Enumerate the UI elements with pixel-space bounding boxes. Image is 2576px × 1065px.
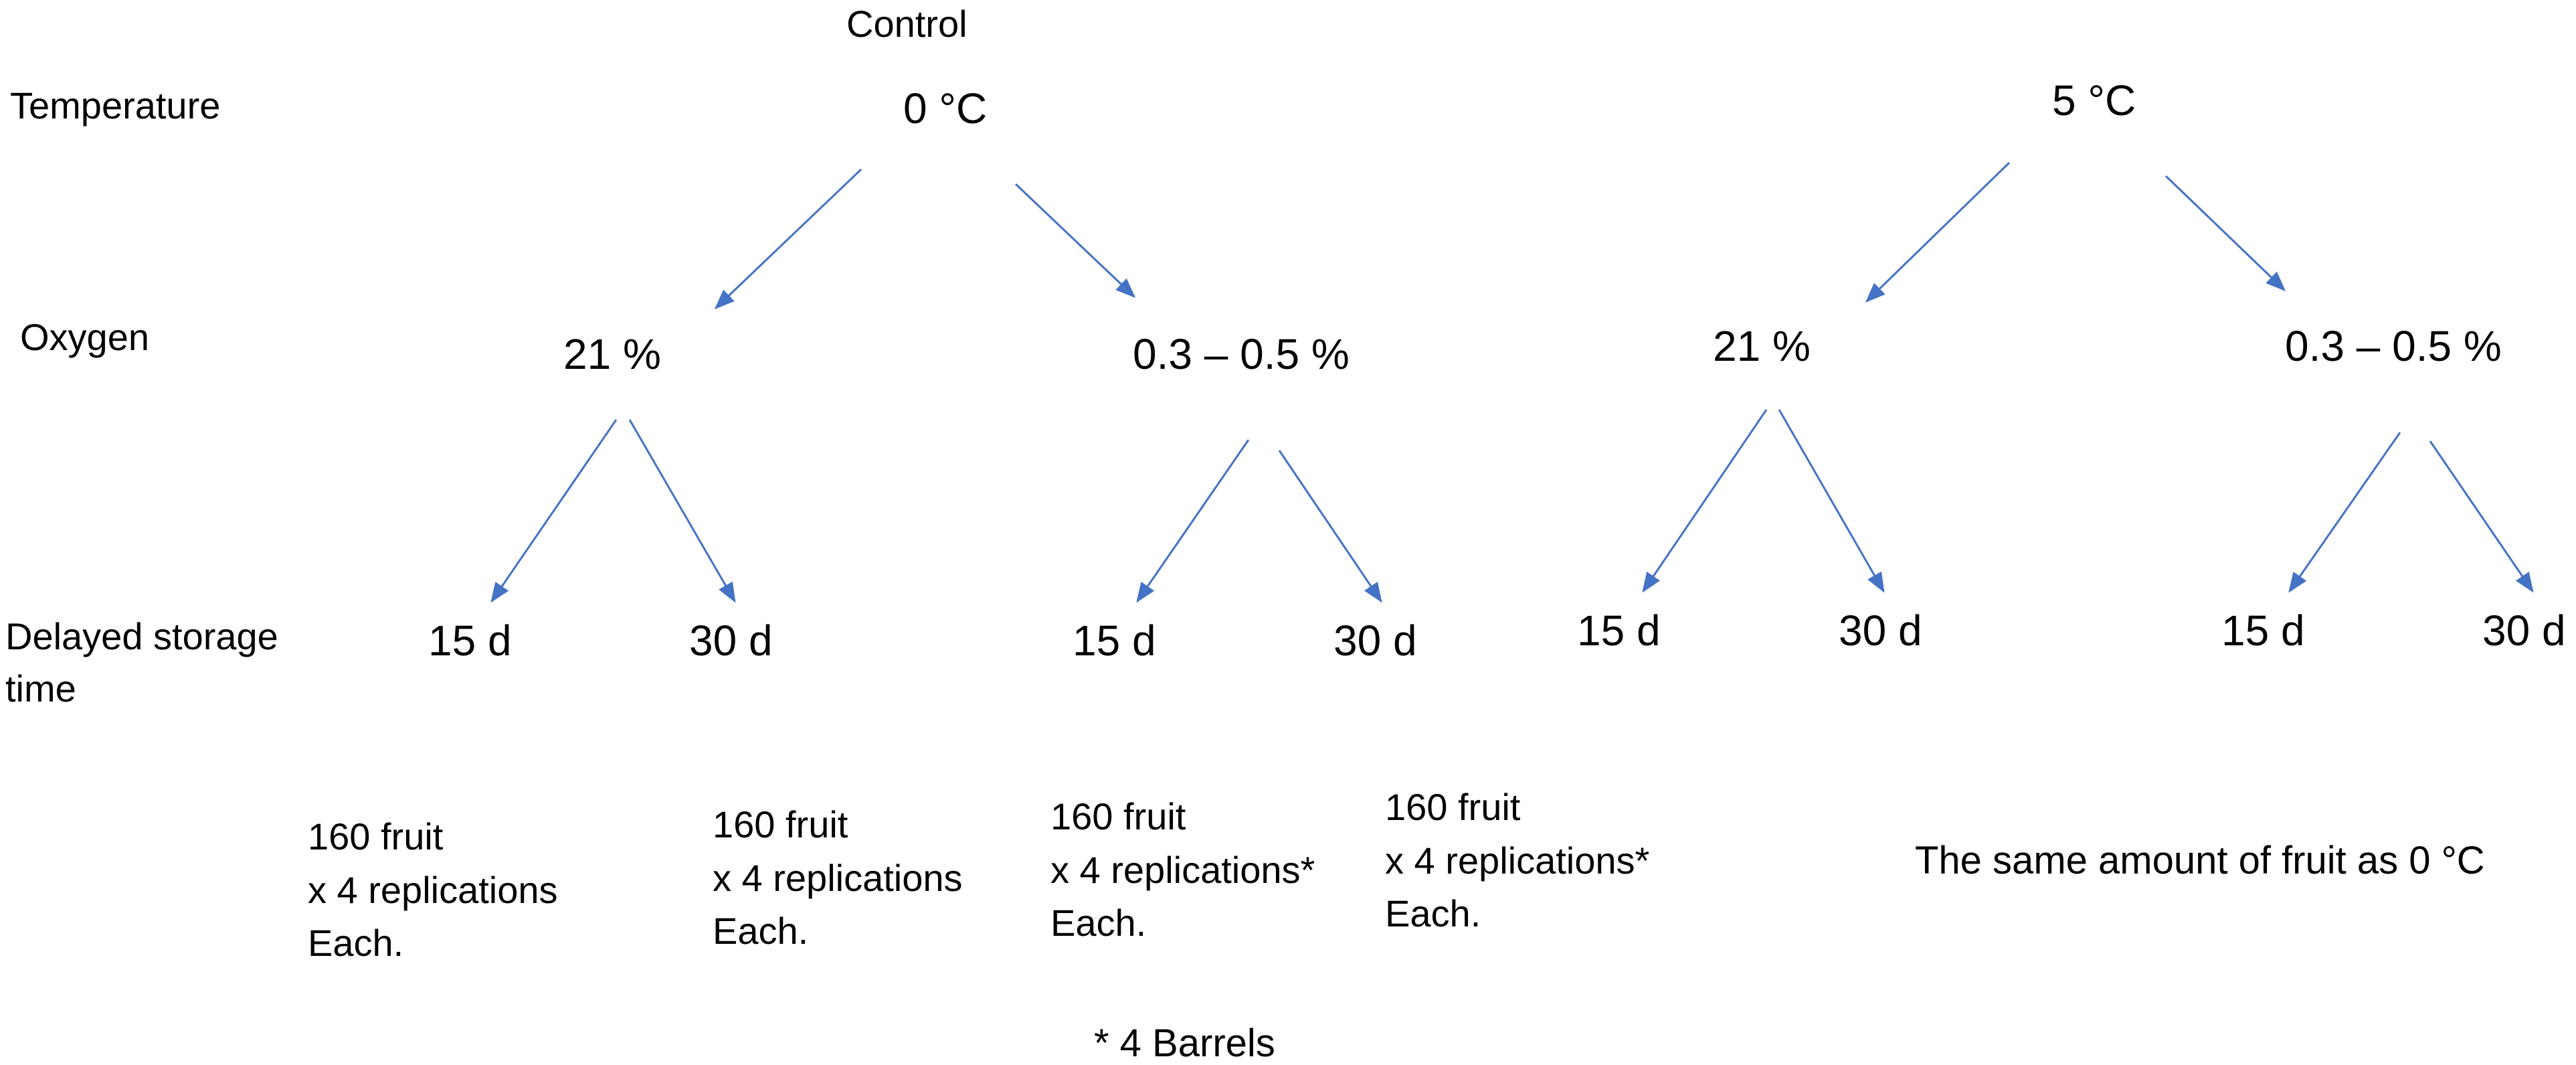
row-label-time: time: [5, 667, 76, 710]
fruit-note-4: 160 fruit x 4 replications* Each.: [1385, 781, 1649, 940]
arrow-o3-to-30: [1778, 409, 1885, 593]
fruit-note-2: 160 fruit x 4 replications Each.: [713, 798, 963, 958]
storage-node-5c-low-15d: 15 d: [2221, 606, 2305, 655]
oxygen-node-5c-21: 21 %: [1713, 322, 1811, 370]
barrels-footnote: * 4 Barrels: [1094, 1021, 1275, 1065]
oxygen-node-5c-low: 0.3 – 0.5 %: [2285, 322, 2502, 370]
arrow-o1-to-30: [628, 419, 736, 603]
arrow-5c-to-21: [1865, 161, 2011, 303]
fruit-note-line: Each.: [308, 922, 404, 965]
arrow-o1-to-15: [490, 419, 618, 603]
arrow-5c-to-low: [2165, 175, 2286, 292]
fruit-note-line: Each.: [1050, 902, 1147, 945]
fruit-note-line: 160 fruit: [1385, 786, 1521, 828]
fruit-note-line: x 4 replications: [713, 856, 963, 899]
same-amount-note: The same amount of fruit as 0 °C: [1915, 839, 2485, 882]
temperature-node-0c: 0 °C: [903, 84, 988, 133]
storage-node-5c-21-15d: 15 d: [1577, 606, 1661, 655]
arrow-o4-to-15: [2288, 432, 2401, 593]
oxygen-node-0c-low: 0.3 – 0.5 %: [1133, 330, 1350, 378]
storage-node-5c-low-30d: 30 d: [2482, 606, 2566, 655]
fruit-note-1: 160 fruit x 4 replications Each.: [308, 810, 558, 970]
fruit-note-line: Each.: [1385, 892, 1481, 935]
row-label-oxygen: Oxygen: [20, 316, 149, 358]
storage-node-5c-21-30d: 30 d: [1839, 606, 1922, 655]
storage-node-0c-low-30d: 30 d: [1333, 617, 1417, 665]
storage-node-0c-21-15d: 15 d: [428, 617, 512, 665]
oxygen-node-0c-21: 21 %: [563, 330, 661, 378]
arrow-0c-to-21: [714, 168, 862, 310]
fruit-note-line: x 4 replications*: [1385, 839, 1650, 882]
arrow-o2-to-30: [1278, 450, 1382, 603]
fruit-note-line: Each.: [713, 910, 809, 953]
temperature-node-5c: 5 °C: [2052, 76, 2136, 125]
fruit-note-line: 160 fruit: [308, 815, 444, 857]
fruit-note-line: 160 fruit: [1050, 795, 1186, 837]
arrow-o4-to-30: [2429, 440, 2534, 593]
fruit-note-line: x 4 replications*: [1050, 848, 1315, 891]
row-label-temperature: Temperature: [10, 84, 221, 127]
arrow-o2-to-15: [1136, 439, 1250, 603]
fruit-note-line: 160 fruit: [713, 803, 848, 845]
storage-node-0c-low-15d: 15 d: [1073, 617, 1156, 665]
control-label: Control: [846, 3, 968, 45]
fruit-note-3: 160 fruit x 4 replications* Each.: [1050, 790, 1315, 950]
storage-node-0c-21-30d: 30 d: [689, 617, 773, 665]
fruit-note-line: x 4 replications: [308, 868, 558, 911]
arrow-o3-to-15: [1642, 409, 1768, 593]
row-label-delayed-storage: Delayed storage: [5, 615, 278, 657]
arrow-0c-to-low: [1014, 183, 1136, 299]
